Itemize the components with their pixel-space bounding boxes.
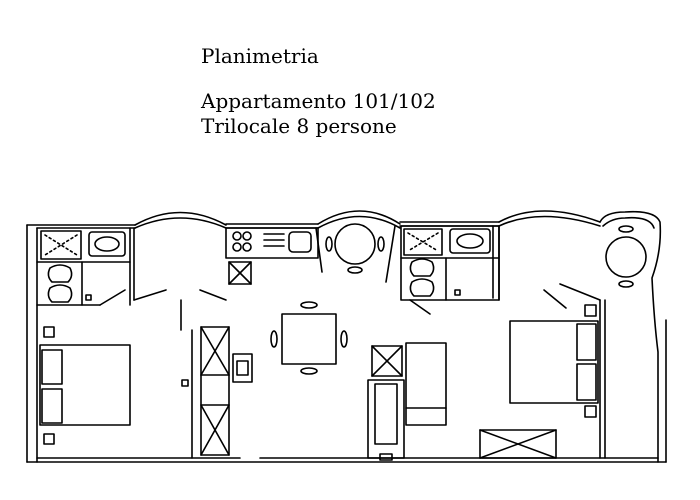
apartment-label: Appartamento 101/102 xyxy=(201,89,436,113)
nightstand xyxy=(44,327,54,337)
square-dining-table xyxy=(271,302,347,374)
double-bed xyxy=(40,345,130,425)
sink xyxy=(89,232,125,256)
tv-cabinet xyxy=(233,354,252,382)
sink-basin xyxy=(457,234,483,248)
plan-header: Planimetria Appartamento 101/102 Triloca… xyxy=(201,44,436,139)
sink xyxy=(450,229,490,253)
bidet xyxy=(48,285,71,302)
pillow xyxy=(42,389,62,423)
interior-walls xyxy=(37,226,605,458)
sofa-bed-right xyxy=(368,343,446,460)
wardrobe xyxy=(480,430,556,458)
double-bed xyxy=(510,321,598,403)
apartment-type-label: Trilocale 8 persone xyxy=(201,114,397,138)
kitchen-sink xyxy=(289,232,311,252)
shower-tray xyxy=(404,229,442,255)
right-bathroom xyxy=(404,229,490,296)
toilet xyxy=(410,259,433,276)
round-dining-table xyxy=(326,224,384,273)
pillow xyxy=(577,364,596,400)
corner-round-table xyxy=(606,226,646,287)
outer-walls xyxy=(27,211,666,462)
bidet xyxy=(410,279,433,296)
right-bedroom xyxy=(480,305,598,458)
nightstand xyxy=(585,406,596,417)
sink-basin xyxy=(95,237,119,251)
nightstand xyxy=(585,305,596,316)
sofa-bed-left xyxy=(182,327,252,455)
shower-tray xyxy=(41,231,81,259)
pillow xyxy=(42,350,62,384)
toilet xyxy=(48,265,71,282)
plan-title: Planimetria xyxy=(201,44,319,68)
armchair xyxy=(406,343,446,425)
nightstand xyxy=(44,434,54,444)
left-bedroom xyxy=(40,327,130,444)
kitchen-fixtures xyxy=(233,232,311,252)
left-bathroom xyxy=(41,231,125,302)
pillow xyxy=(577,324,596,360)
